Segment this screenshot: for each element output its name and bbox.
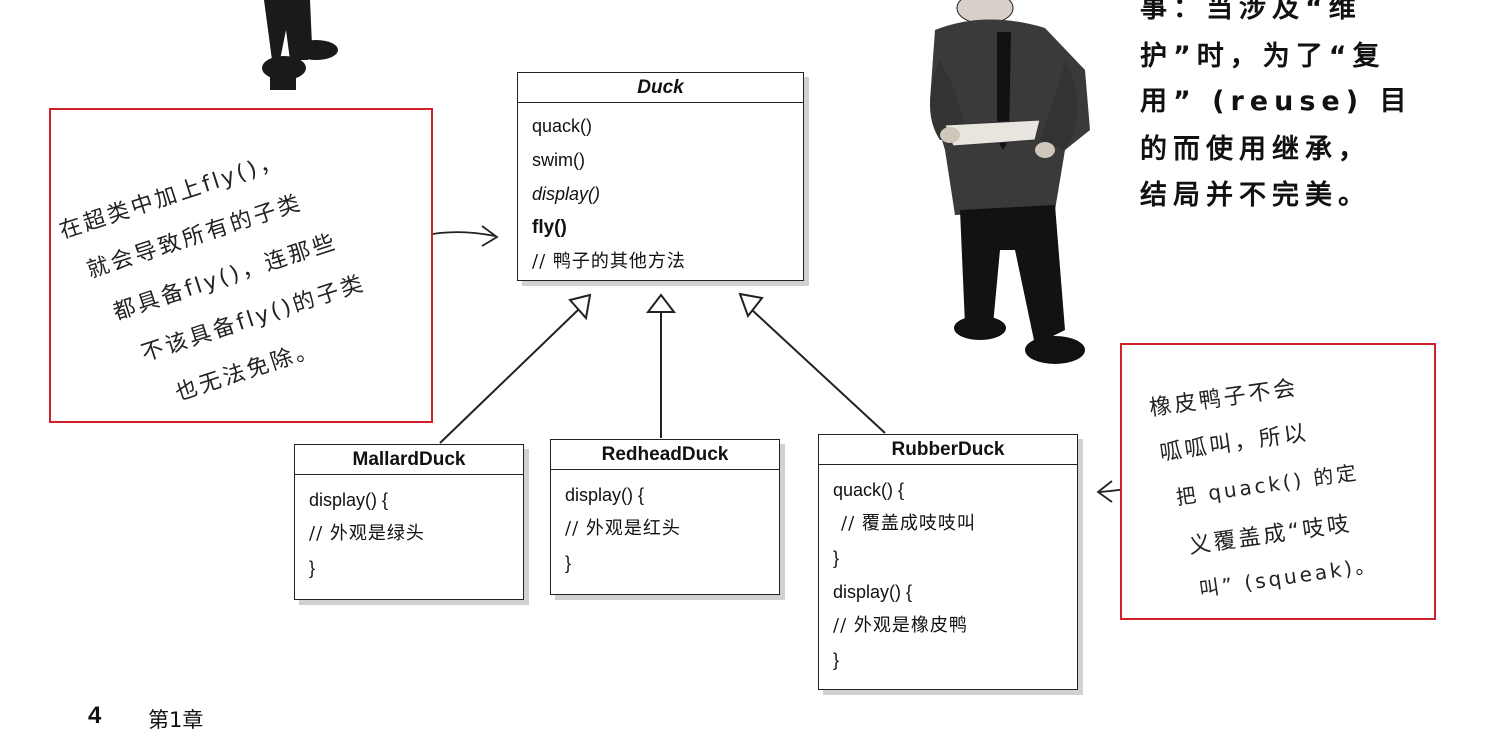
- note-right-line-3: 把 quack() 的定: [1174, 460, 1361, 510]
- uml-class-duck: Duck quack() swim() display() fly() // 鸭…: [517, 72, 804, 281]
- note-right-line-4: 义覆盖成“吱吱: [1187, 511, 1354, 560]
- rubber-line-4: display() {: [833, 582, 913, 602]
- top-right-text-line-1: 事：当涉及“维: [1140, 0, 1362, 24]
- duck-method-quack: quack(): [532, 116, 593, 136]
- rubber-line-3: }: [833, 548, 840, 568]
- top-right-text-line-5: 结局并不完美。: [1140, 180, 1371, 211]
- redhead-line-1: display() {: [565, 485, 645, 505]
- rubber-line-5: // 外观是橡皮鸭: [833, 615, 968, 636]
- note-right-text: 橡皮鸭子不会 呱呱叫，所以 把 quack() 的定 义覆盖成“吱吱 叫” (s…: [1136, 347, 1435, 612]
- rubber-line-6: }: [833, 650, 840, 670]
- redhead-line-2: // 外观是红头: [565, 518, 681, 539]
- note-right-box: [1120, 343, 1436, 620]
- person-legs-illustration: [262, 0, 338, 90]
- uml-class-redhead-duck: RedheadDuck display() { // 外观是红头 }: [550, 439, 780, 595]
- redhead-line-3: }: [565, 553, 572, 573]
- uml-class-mallard-duck-name: MallardDuck: [295, 445, 523, 475]
- chapter-label: 第1章: [148, 708, 204, 732]
- top-right-text-line-4: 的而使用继承，: [1140, 134, 1371, 165]
- top-right-text-line-2: 护”时，为了“复: [1140, 41, 1386, 72]
- mallard-line-2: // 外观是绿头: [309, 523, 425, 544]
- note-right-line-2: 呱呱叫，所以: [1158, 420, 1311, 467]
- duck-method-display: display(): [532, 184, 601, 204]
- mallard-line-3: }: [309, 558, 316, 578]
- uml-class-mallard-duck: MallardDuck display() { // 外观是绿头 }: [294, 444, 524, 600]
- top-right-text-line-3: 用” (reuse) 目: [1140, 86, 1413, 117]
- mallard-line-1: display() {: [309, 490, 389, 510]
- uml-class-rubber-duck: RubberDuck quack() { // 覆盖成吱吱叫 } display…: [818, 434, 1078, 690]
- rubber-line-1: quack() {: [833, 480, 905, 500]
- page-number: 4: [88, 702, 102, 729]
- duck-method-swim: swim(): [532, 150, 585, 170]
- uml-class-redhead-duck-name: RedheadDuck: [551, 440, 779, 470]
- note-left-box: [49, 108, 433, 423]
- person-reading-illustration: [930, 0, 1090, 364]
- duck-method-others-comment: // 鸭子的其他方法: [532, 251, 686, 272]
- uml-class-duck-name: Duck: [518, 73, 803, 103]
- rubber-line-2: // 覆盖成吱吱叫: [841, 513, 976, 534]
- duck-method-fly: fly(): [532, 217, 567, 238]
- uml-class-rubber-duck-name: RubberDuck: [819, 435, 1077, 465]
